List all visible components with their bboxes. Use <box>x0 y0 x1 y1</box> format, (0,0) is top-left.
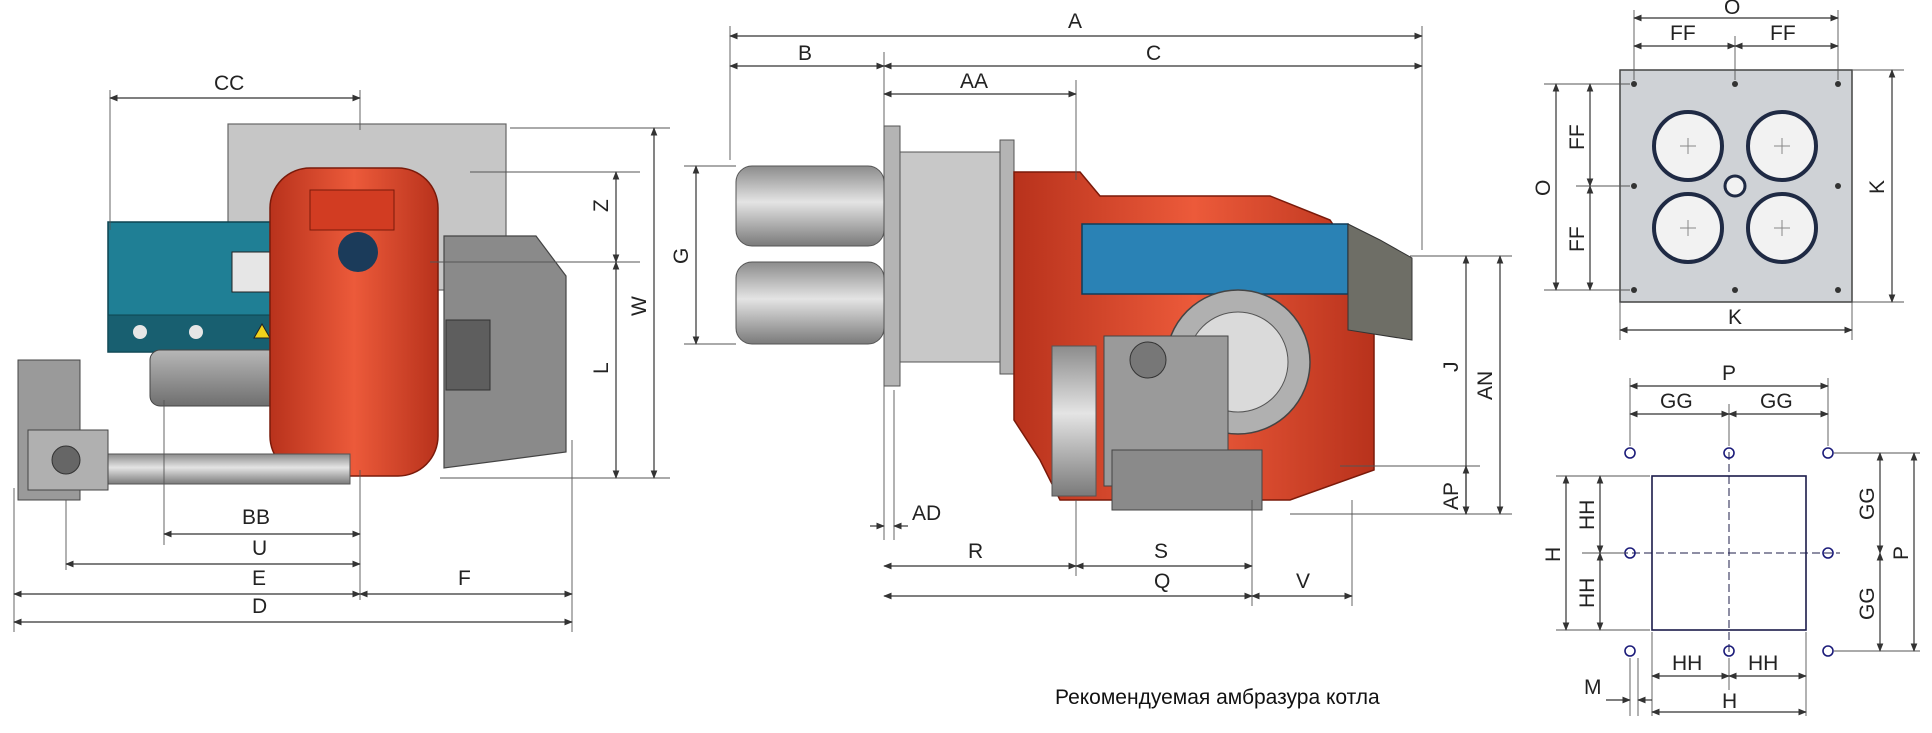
rear-flange <box>999 139 1015 375</box>
dim-cc: CC <box>214 72 244 95</box>
dim-gg-top-left: GG <box>1660 390 1693 413</box>
pressure-switch <box>1129 341 1167 379</box>
dim-z: Z <box>590 199 613 212</box>
dim-ap: AP <box>1440 482 1463 510</box>
opening-view <box>1620 447 1840 657</box>
dim-ad: AD <box>912 502 941 525</box>
dim-gg-side-bottom: GG <box>1856 587 1879 620</box>
dim-h-bottom: H <box>1722 690 1737 713</box>
panel-switch-icon <box>189 325 203 339</box>
blast-tube-upper <box>735 165 885 247</box>
side-view-dimensions: CC Z L W BB U E F D <box>13 72 670 632</box>
dim-e: E <box>252 567 266 590</box>
blast-tube-lower <box>735 261 885 345</box>
air-box <box>443 235 567 469</box>
dim-o-top: O <box>1724 0 1740 19</box>
dim-ff-side-bottom: FF <box>1566 226 1589 252</box>
dim-j: J <box>1440 362 1463 373</box>
front-view <box>735 125 1413 511</box>
dim-l: L <box>590 362 613 374</box>
gas-train-pipe <box>1051 345 1097 497</box>
flange-view <box>1619 69 1853 303</box>
burner-top-cap <box>309 189 395 231</box>
dim-p-top: P <box>1722 362 1736 385</box>
dim-bb: BB <box>242 506 270 529</box>
flange-view-dimensions: O FF FF O FF FF K K <box>1532 0 1904 340</box>
dim-gg-side-top: GG <box>1856 487 1879 520</box>
side-view <box>17 123 567 501</box>
dim-s: S <box>1154 540 1168 563</box>
front-view-dimensions: A B C AA G J AN AP AD R S Q V <box>670 10 1512 606</box>
dim-k-bottom: K <box>1728 306 1742 329</box>
dim-hh-side-top: HH <box>1576 500 1599 530</box>
burner-blue-cover <box>1081 223 1349 295</box>
dim-u: U <box>252 537 267 560</box>
dim-aa: AA <box>960 70 988 93</box>
dim-hh-bottom-right: HH <box>1748 652 1778 675</box>
burner-red-housing <box>269 167 439 477</box>
dim-q: Q <box>1154 570 1170 593</box>
dim-r: R <box>968 540 983 563</box>
dim-h-side: H <box>1542 547 1565 562</box>
dim-an: AN <box>1474 371 1497 400</box>
gas-valve-bottom <box>1111 449 1263 511</box>
dim-hh-side-bottom: HH <box>1576 578 1599 608</box>
dim-gg-top-right: GG <box>1760 390 1793 413</box>
dim-f: F <box>458 567 471 590</box>
fan-motor <box>445 319 491 391</box>
dim-ff-side-top: FF <box>1566 124 1589 150</box>
cover-side <box>1347 223 1413 341</box>
dim-b: B <box>798 42 812 65</box>
opening-view-dimensions: P GG GG H HH HH GG GG P M HH HH H <box>1542 362 1920 716</box>
dim-m: M <box>1584 676 1602 699</box>
bolt-holes <box>1624 447 1834 657</box>
opening-caption: Рекомендуемая амбразура котла <box>1055 686 1380 709</box>
gas-valve-port <box>51 445 81 475</box>
dim-w: W <box>628 296 651 316</box>
burner-knob <box>338 232 378 272</box>
dim-k-side: K <box>1866 180 1889 194</box>
dim-o-side: O <box>1532 180 1555 196</box>
dim-ff-top-right: FF <box>1770 22 1796 45</box>
flange-housing <box>899 151 1001 363</box>
dim-hh-bottom-left: HH <box>1672 652 1702 675</box>
dim-p-side: P <box>1890 546 1913 560</box>
dim-d: D <box>252 595 267 618</box>
panel-switch-icon <box>133 325 147 339</box>
dim-a: A <box>1068 10 1082 33</box>
dim-c: C <box>1146 42 1161 65</box>
dim-ff-top-left: FF <box>1670 22 1696 45</box>
dim-v: V <box>1296 570 1310 593</box>
dim-g: G <box>670 248 693 264</box>
warning-icon <box>253 322 271 339</box>
boiler-flange <box>883 125 901 387</box>
